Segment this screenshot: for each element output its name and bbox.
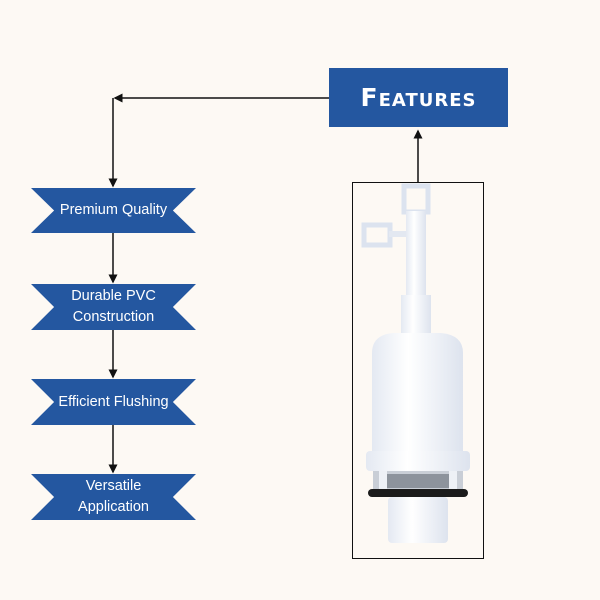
feature-label: Versatile Application — [78, 476, 149, 518]
product-image-frame — [352, 182, 484, 559]
feature-label: Efficient Flushing — [58, 393, 169, 410]
flush-valve-image — [361, 183, 470, 543]
feature-label-line: Construction — [72, 309, 155, 325]
feature-label-line: Versatile — [85, 478, 142, 494]
feature-label-line: Application — [78, 499, 149, 515]
feature-label-line: Durable PVC — [71, 288, 156, 304]
feature-label: Durable PVC Construction — [71, 286, 156, 328]
feature-ribbon-versatile-application: Versatile Application — [31, 474, 196, 520]
feature-ribbon-durable-pvc: Durable PVC Construction — [31, 284, 196, 330]
feature-ribbon-efficient-flushing: Efficient Flushing — [31, 379, 196, 425]
features-title: Features — [360, 83, 477, 112]
feature-label: Premium Quality — [59, 202, 168, 218]
feature-ribbon-premium-quality: Premium Quality — [31, 188, 196, 233]
features-title-box: Features — [329, 68, 508, 127]
